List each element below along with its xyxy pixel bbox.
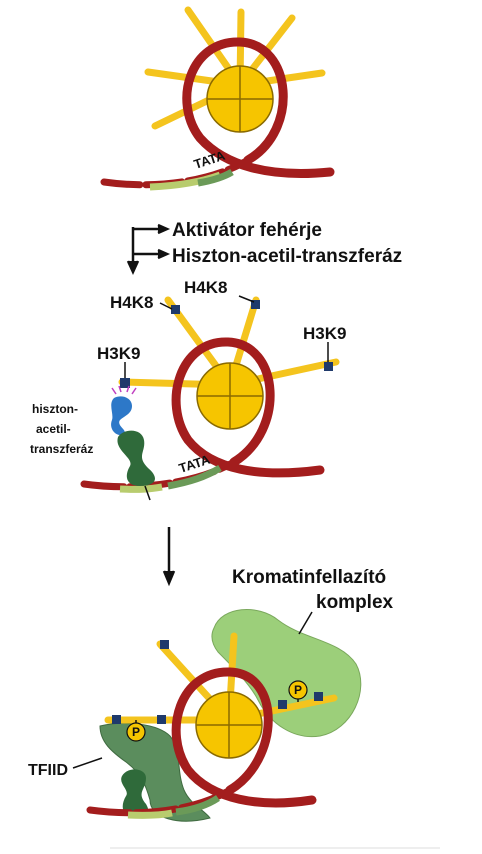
hat-label-line1: hiszton- bbox=[32, 402, 78, 416]
h3k9-right-label: H3K9 bbox=[303, 324, 346, 343]
step-arrow-2 bbox=[162, 527, 176, 587]
step-arrow-1 bbox=[126, 223, 171, 276]
histone-core-1 bbox=[206, 65, 274, 133]
nucleosome-panel-1: TATA bbox=[100, 6, 335, 191]
nucleosome-panel-2: TATA H4K8 H4K8 H3K9 H3K9 bbox=[30, 278, 346, 501]
tata-label-1: TATA bbox=[192, 148, 227, 172]
phosphate-right-label: P bbox=[294, 683, 302, 697]
tata-box-1: TATA bbox=[149, 148, 234, 191]
activator-protein-icon-3 bbox=[121, 769, 149, 819]
acetyl-mark-3b bbox=[157, 715, 166, 724]
acetyl-mark-h4k8-left bbox=[171, 305, 180, 314]
acetyl-mark-h4k8-right bbox=[251, 300, 260, 309]
phosphate-marker-left: P bbox=[126, 720, 146, 742]
remodeler-label-line1: Kromatinfellazító bbox=[232, 567, 386, 588]
activator-protein-icon bbox=[117, 430, 155, 501]
hat-label-line3: transzferáz bbox=[30, 442, 93, 456]
tfiid-complex bbox=[99, 722, 211, 822]
acetyl-mark-h3k9-left bbox=[120, 378, 130, 388]
phosphate-left-label: P bbox=[132, 725, 140, 739]
tfiid-label: TFIID bbox=[28, 762, 68, 779]
h4k8-left-label: H4K8 bbox=[110, 293, 153, 312]
acetyl-mark-h3k9-right bbox=[324, 362, 333, 371]
h4k8-right-label: H4K8 bbox=[184, 278, 227, 297]
acetyl-mark-3e bbox=[314, 692, 323, 701]
histone-acetyltransferase-label: Hiszton-acetil-transzferáz bbox=[172, 246, 402, 267]
tata-box-3 bbox=[127, 795, 220, 819]
acetyl-mark-3a bbox=[112, 715, 121, 724]
acetyl-mark-3c bbox=[160, 640, 169, 649]
hat-enzyme-icon bbox=[111, 385, 137, 436]
acetyl-mark-3d bbox=[278, 700, 287, 709]
h3k9-left-label: H3K9 bbox=[97, 344, 140, 363]
nucleosome-panel-3: P P Kromatinfellazító komplex TFIID bbox=[28, 567, 394, 822]
tata-box-2: TATA bbox=[119, 452, 222, 493]
remodeler-label-line2: komplex bbox=[316, 592, 394, 613]
phosphate-marker-right: P bbox=[288, 680, 308, 702]
hat-label-line2: acetil- bbox=[36, 422, 71, 436]
dna-strand-2 bbox=[80, 337, 325, 491]
histone-core-3 bbox=[195, 691, 263, 759]
activator-protein-label: Aktivátor fehérje bbox=[172, 220, 322, 241]
histone-core-2 bbox=[196, 362, 264, 430]
chromatin-remodeler-complex bbox=[211, 609, 362, 738]
